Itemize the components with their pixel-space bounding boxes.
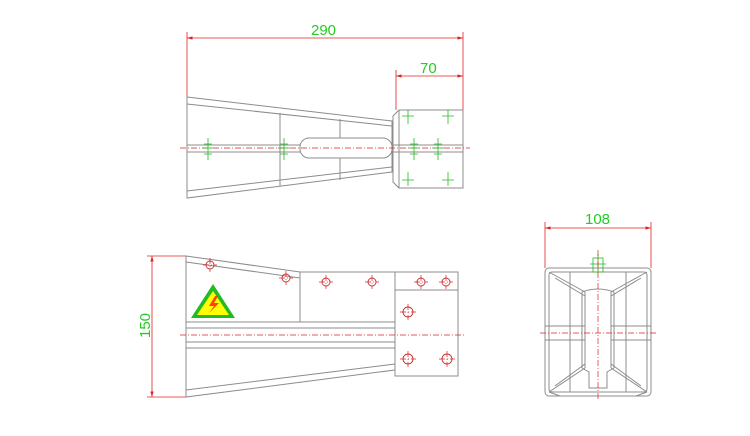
dimension-text-150: 150 (137, 313, 154, 338)
end-top-bolt (590, 250, 606, 400)
dimension-108: 108 (544, 211, 652, 268)
electric-hazard-icon (191, 284, 235, 318)
dimension-70: 70 (395, 60, 463, 110)
top-funnel-outline (186, 96, 393, 199)
end-feet (548, 391, 648, 397)
dimension-290: 290 (186, 22, 464, 110)
side-clamp-plate (394, 271, 459, 377)
side-inner-lines (185, 261, 396, 391)
dimension-text-108: 108 (585, 211, 610, 228)
top-centre-rail (187, 144, 300, 153)
top-funnel-inner-lines (186, 103, 393, 192)
dimension-text-70: 70 (420, 60, 437, 77)
end-view: 108 (540, 211, 656, 400)
top-view: 290 70 (180, 22, 470, 199)
side-holes (203, 258, 455, 367)
top-clamp-plate (392, 109, 464, 189)
side-view: 150 (137, 255, 465, 398)
dimension-text-290: 290 (311, 22, 336, 39)
top-bolts (202, 110, 454, 186)
dimension-150: 150 (137, 255, 186, 398)
